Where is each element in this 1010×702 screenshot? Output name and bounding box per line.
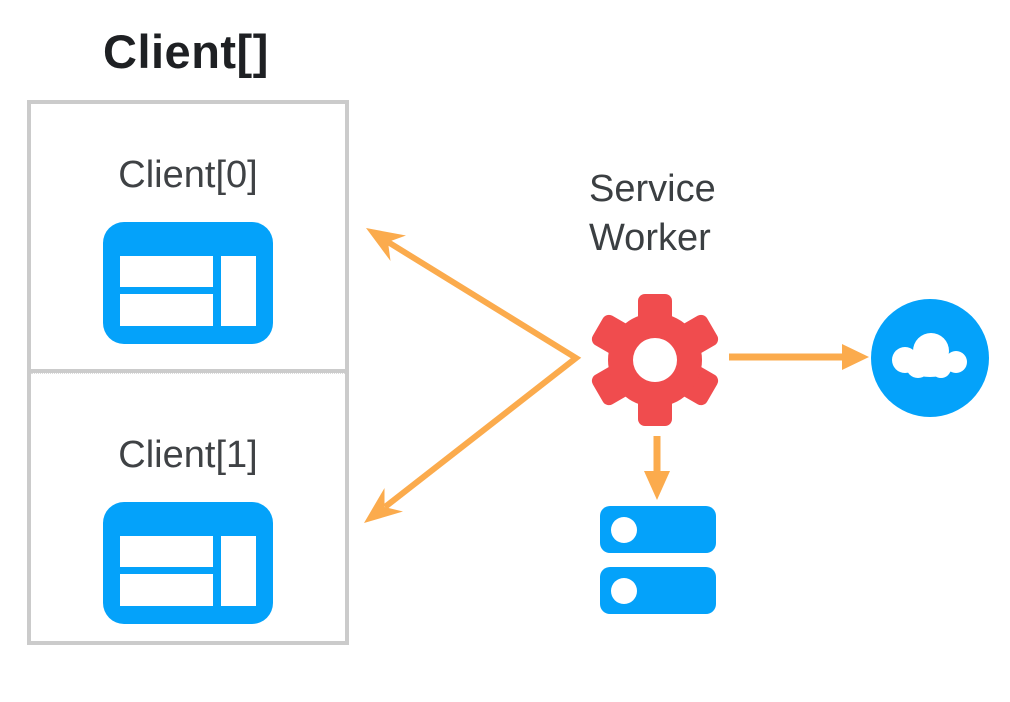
client-1-label: Client[1] (118, 434, 258, 476)
client-cell-0: Client[0] (31, 104, 345, 373)
arrowhead-right-triangle (842, 344, 869, 370)
browser-window-icon (103, 222, 273, 344)
arrowhead-upper-barbed (366, 228, 406, 261)
client-array-box: Client[0] Client[1] (27, 100, 349, 645)
arrowhead-down-triangle (644, 471, 670, 500)
browser-window-icon (103, 502, 273, 624)
client-0-label: Client[0] (118, 154, 258, 196)
storage-database-icon (600, 506, 716, 614)
diagram-title: Client[] (103, 25, 269, 78)
arrow-to-cloud (729, 344, 869, 370)
cloud-icon (871, 299, 989, 417)
client-cell-1: Client[1] (31, 373, 345, 641)
gear-icon (591, 294, 719, 426)
arrow-to-storage (644, 436, 670, 500)
service-worker-label-line2: Worker (589, 217, 711, 259)
arrow-to-clients (364, 228, 582, 523)
service-worker-label: Service Worker (589, 165, 716, 263)
service-worker-label-line1: Service (589, 168, 716, 210)
arrowhead-lower-barbed (364, 488, 403, 523)
